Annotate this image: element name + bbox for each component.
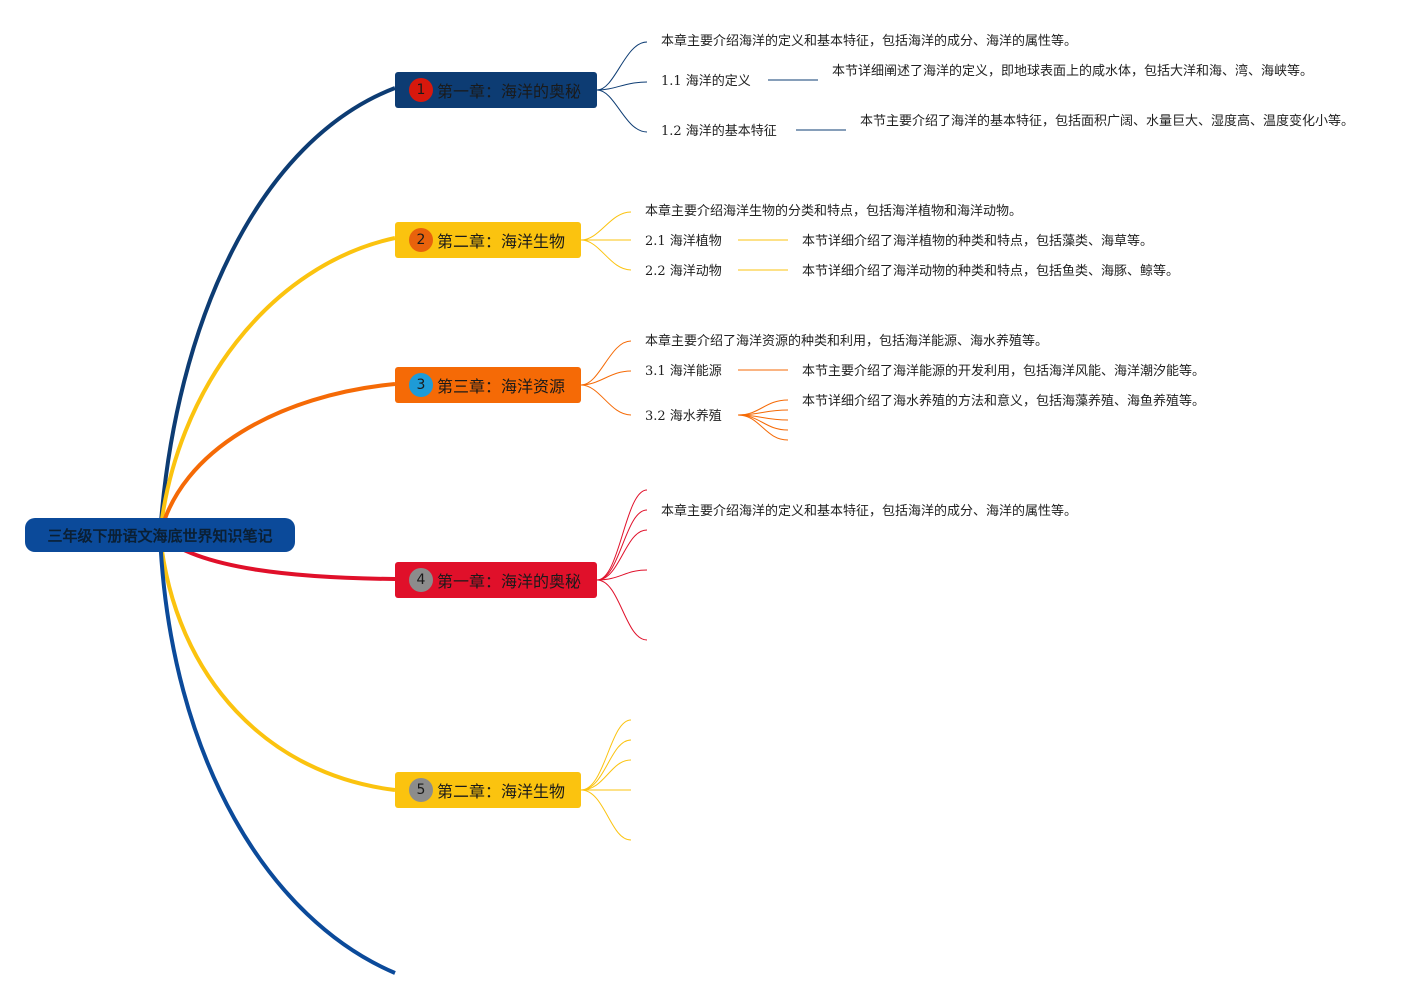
chapter-3-topic[interactable]: 3 第三章：海洋资源: [395, 367, 581, 403]
chapter-1-title: 第一章：海洋的奥秘: [437, 82, 582, 101]
branch-line-1: [158, 86, 396, 536]
chapter-3-number-badge: 3: [409, 373, 433, 397]
chapter-1-topic[interactable]: 1 第一章：海洋的奥秘: [395, 72, 597, 108]
section-2-1-label[interactable]: 2.1 海洋植物: [645, 234, 722, 249]
chapter-2-number-badge: 2: [409, 228, 433, 252]
branch-line-5: [158, 534, 396, 792]
section-2-2-detail[interactable]: 本节详细介绍了海洋动物的种类和特点，包括鱼类、海豚、鲸等。: [802, 264, 1180, 279]
chapter-4-title: 第一章：海洋的奥秘: [437, 572, 582, 591]
section-2-2-label[interactable]: 2.2 海洋动物: [645, 264, 722, 279]
branch-line-6: [158, 534, 396, 975]
chapter-4-summary[interactable]: 本章主要介绍海洋的定义和基本特征，包括海洋的成分、海洋的属性等。: [661, 504, 1078, 519]
section-1-1-label[interactable]: 1.1 海洋的定义: [661, 74, 751, 89]
section-2-1-detail[interactable]: 本节详细介绍了海洋植物的种类和特点，包括藻类、海草等。: [802, 234, 1154, 249]
branch-line-2: [158, 236, 396, 536]
section-3-1-label[interactable]: 3.1 海洋能源: [645, 364, 722, 379]
section-3-2-label[interactable]: 3.2 海水养殖: [645, 409, 722, 424]
section-1-1-detail[interactable]: 本节详细阐述了海洋的定义，即地球表面上的咸水体，包括大洋和海、湾、海峡等。: [832, 64, 1314, 79]
section-3-1-detail[interactable]: 本节主要介绍了海洋能源的开发利用，包括海洋风能、海洋潮汐能等。: [802, 364, 1206, 379]
chapter-5-topic[interactable]: 5 第二章：海洋生物: [395, 772, 581, 808]
section-1-2-detail[interactable]: 本节主要介绍了海洋的基本特征，包括面积广阔、水量巨大、湿度高、温度变化小等。: [860, 114, 1355, 129]
chapter-3-summary[interactable]: 本章主要介绍了海洋资源的种类和利用，包括海洋能源、海水养殖等。: [645, 334, 1049, 349]
branch-line-3: [158, 382, 396, 536]
chapter-5-title: 第二章：海洋生物: [437, 782, 566, 801]
chapter-1-number-badge: 1: [409, 78, 433, 102]
chapter-5-number-badge: 5: [409, 778, 433, 802]
chapter-4-number-badge: 4: [409, 568, 433, 592]
root-topic[interactable]: 三年级下册语文海底世界知识笔记: [25, 518, 295, 552]
section-3-2-detail[interactable]: 本节详细介绍了海水养殖的方法和意义，包括海藻养殖、海鱼养殖等。: [802, 394, 1206, 409]
chapter-4-topic[interactable]: 4 第一章：海洋的奥秘: [395, 562, 597, 598]
chapter-2-topic[interactable]: 2 第二章：海洋生物: [395, 222, 581, 258]
chapter-3-title: 第三章：海洋资源: [437, 377, 566, 396]
chapter-2-title: 第二章：海洋生物: [437, 232, 566, 251]
section-1-2-label[interactable]: 1.2 海洋的基本特征: [661, 124, 777, 139]
chapter-1-summary[interactable]: 本章主要介绍海洋的定义和基本特征，包括海洋的成分、海洋的属性等。: [661, 34, 1078, 49]
chapter-2-summary[interactable]: 本章主要介绍海洋生物的分类和特点，包括海洋植物和海洋动物。: [645, 204, 1023, 219]
